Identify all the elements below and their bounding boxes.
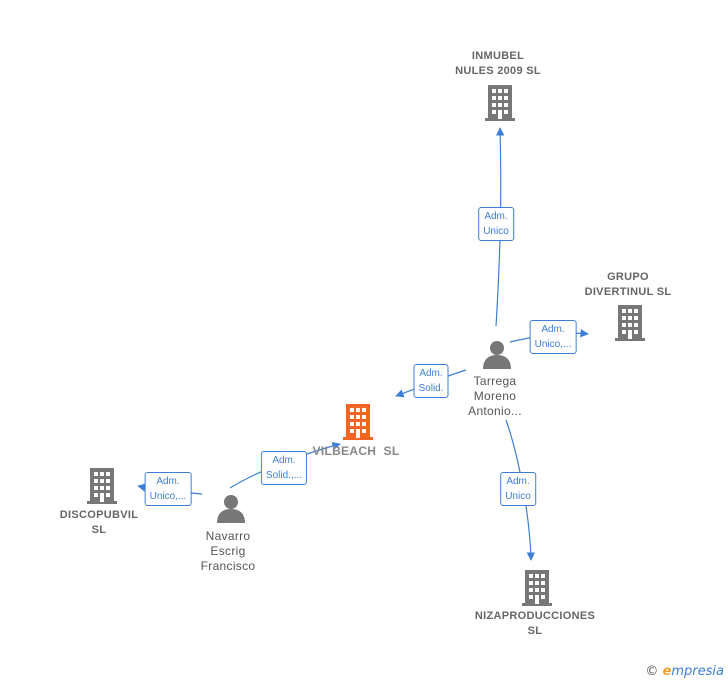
empresia-logo[interactable]: © empresia (645, 664, 724, 679)
edge-label-line1: Adm. (156, 476, 180, 487)
tarrega-label-line1: Tarrega (473, 374, 517, 388)
grupo-label-line2: DIVERTINUL SL (584, 286, 672, 298)
nizaproducciones-label[interactable]: NIZAPRODUCCIONES SL (475, 609, 595, 639)
inmubel-label-line1: INMUBEL (471, 50, 525, 62)
brand-e: e (662, 664, 672, 679)
edge-label-navarro-disco[interactable]: Adm. Unico,... (144, 472, 192, 506)
edge-label-tarrega-vilbeach[interactable]: Adm. Solid. (413, 364, 449, 398)
discopubvil-label-line2: SL (91, 524, 107, 536)
nizaproducciones-label-line1: NIZAPRODUCCIONES (474, 610, 596, 622)
grupo-label[interactable]: GRUPO DIVERTINUL SL (585, 270, 672, 300)
copyright-symbol: © (645, 664, 659, 679)
edge-label-line2: Unico,... (149, 491, 187, 502)
tarrega-label[interactable]: Tarrega Moreno Antonio... (468, 374, 522, 419)
edge-label-line1: Adm. (272, 455, 296, 466)
tarrega-person-icon[interactable] (483, 341, 511, 369)
edge-label-navarro-vilbeach[interactable]: Adm. Solid.,... (260, 451, 308, 485)
edge-label-tarrega-niza[interactable]: Adm. Unico (500, 472, 536, 506)
edge-label-line2: Unico (505, 491, 531, 502)
inmubel-building-icon[interactable] (485, 85, 515, 121)
brand-name: mpresia (671, 664, 724, 679)
nizaproducciones-building-icon[interactable] (522, 570, 552, 606)
vilbeach-label-line1: VILBEACH SL (312, 444, 400, 458)
grupo-building-icon[interactable] (615, 305, 645, 341)
discopubvil-label-line1: DISCOPUBVIL (59, 509, 139, 521)
edge-label-line1: Adm. (484, 211, 508, 222)
edge-label-line2: Solid.,... (265, 470, 303, 481)
edge-label-line2: Unico,... (534, 339, 572, 350)
discopubvil-label[interactable]: DISCOPUBVIL SL (60, 508, 138, 538)
edge-label-line1: Adm. (506, 476, 530, 487)
navarro-label[interactable]: Navarro Escrig Francisco (201, 529, 256, 574)
discopubvil-building-icon[interactable] (87, 468, 117, 504)
inmubel-label-line2: NULES 2009 SL (455, 65, 541, 77)
tarrega-label-line3: Antonio... (468, 404, 522, 418)
vilbeach-label[interactable]: VILBEACH SL (313, 444, 400, 459)
edge-label-line1: Adm. (541, 324, 565, 335)
grupo-label-line1: GRUPO (607, 271, 649, 283)
navarro-person-icon[interactable] (217, 495, 245, 523)
edge-label-tarrega-grupo[interactable]: Adm. Unico,... (529, 320, 577, 354)
navarro-label-line1: Navarro (205, 529, 251, 543)
edge-label-line2: Unico (483, 226, 509, 237)
tarrega-label-line2: Moreno (473, 389, 517, 403)
edge-label-line1: Adm. (419, 368, 443, 379)
edge-label-line2: Solid. (418, 383, 444, 394)
navarro-label-line2: Escrig (210, 544, 246, 558)
vilbeach-building-icon[interactable] (343, 404, 373, 440)
edge-label-tarrega-inmubel[interactable]: Adm. Unico (478, 207, 514, 241)
navarro-label-line3: Francisco (200, 559, 256, 573)
inmubel-label[interactable]: INMUBEL NULES 2009 SL (455, 49, 541, 79)
nizaproducciones-label-line2: SL (527, 625, 543, 637)
